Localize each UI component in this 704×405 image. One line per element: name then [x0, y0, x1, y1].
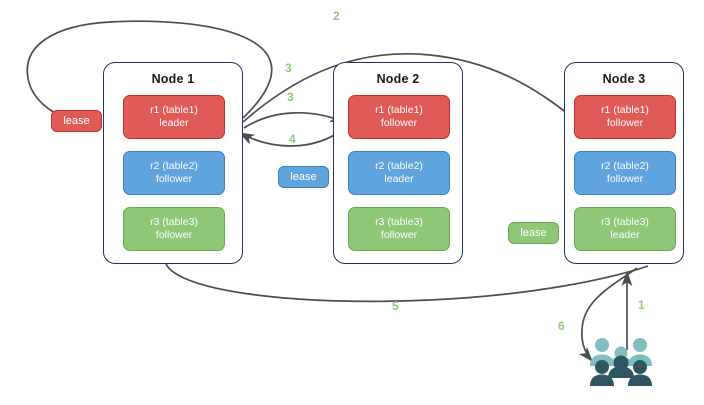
edge-label-5: 5 [392, 299, 399, 313]
replica-label-line1: r3 (table3) [601, 216, 649, 228]
edge-label-6: 6 [558, 319, 565, 333]
edge-label-3-top: 3 [285, 61, 292, 75]
edge-label-2: 2 [333, 9, 340, 23]
replica-node3-r3[interactable]: r3 (table3) leader [574, 207, 676, 251]
lease-label: lease [290, 171, 317, 183]
replica-node2-r2[interactable]: r2 (table2) leader [348, 151, 450, 195]
replica-label-line2: follower [155, 229, 193, 241]
lease-box-r3[interactable]: lease [508, 222, 559, 244]
node-container-1[interactable]: Node 1 r1 (table1) leader r2 (table2) fo… [103, 62, 243, 264]
replica-label-line1: r1 (table1) [375, 104, 423, 116]
replica-label-line2: leader [384, 173, 414, 185]
lease-label: lease [520, 227, 547, 239]
replica-label-line1: r2 (table2) [601, 160, 649, 172]
node-title-1: Node 1 [151, 72, 195, 86]
replica-label-line2: follower [380, 229, 418, 241]
replica-label-line1: r3 (table3) [150, 216, 198, 228]
replica-label-line2: follower [606, 173, 644, 185]
edge-label-3-bottom: 3 [287, 90, 294, 104]
replica-node1-r1[interactable]: r1 (table1) leader [123, 95, 225, 139]
edge-5-response [165, 263, 649, 303]
replica-label-line2: leader [610, 229, 640, 241]
replica-label-line2: follower [380, 117, 418, 129]
node-container-2[interactable]: Node 2 r1 (table1) follower r2 (table2) … [333, 62, 463, 264]
edge-3-replicate-node2 [243, 111, 346, 129]
replica-label-line1: r2 (table2) [150, 160, 198, 172]
replica-node1-r2[interactable]: r2 (table2) follower [123, 151, 225, 195]
replica-node2-r3[interactable]: r3 (table3) follower [348, 207, 450, 251]
replica-node3-r2[interactable]: r2 (table2) follower [574, 151, 676, 195]
replica-label-line1: r2 (table2) [375, 160, 423, 172]
replica-label-line1: r1 (table1) [601, 104, 649, 116]
edge-label-4: 4 [289, 132, 296, 146]
replica-node3-r1[interactable]: r1 (table1) follower [574, 95, 676, 139]
node-title-2: Node 2 [376, 72, 420, 86]
replica-node1-r3[interactable]: r3 (table3) follower [123, 207, 225, 251]
replica-label-line1: r1 (table1) [150, 104, 198, 116]
replica-node2-r1[interactable]: r1 (table1) follower [348, 95, 450, 139]
replica-label-line1: r3 (table3) [375, 216, 423, 228]
edge-label-1: 1 [638, 298, 645, 312]
lease-box-r1[interactable]: lease [51, 110, 102, 132]
replica-label-line2: follower [155, 173, 193, 185]
lease-box-r2[interactable]: lease [278, 166, 329, 188]
node-container-3[interactable]: Node 3 r1 (table1) follower r2 (table2) … [564, 62, 684, 264]
lease-label: lease [63, 115, 90, 127]
replica-label-line2: follower [606, 117, 644, 129]
replica-label-line2: leader [159, 117, 189, 129]
node-title-3: Node 3 [602, 72, 646, 86]
users-icon[interactable] [588, 336, 654, 388]
